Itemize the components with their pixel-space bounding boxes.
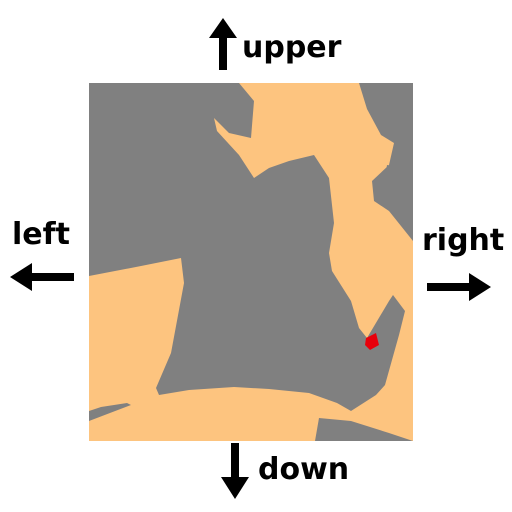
wall-region [89,403,131,421]
wall-region [315,418,413,441]
down-label: down [258,452,350,487]
left-label: left [12,217,71,252]
agent-marker [365,333,379,350]
wall-region [385,165,399,178]
wall-region [359,83,413,241]
right-label: right [422,223,505,258]
upper-label: upper [242,30,342,65]
down-arrow-icon[interactable] [220,443,250,499]
right-arrow-icon[interactable] [427,272,491,302]
wall-region [89,83,405,411]
left-arrow-icon[interactable] [10,262,74,292]
up-arrow-icon[interactable] [208,18,238,70]
game-map [89,83,413,441]
